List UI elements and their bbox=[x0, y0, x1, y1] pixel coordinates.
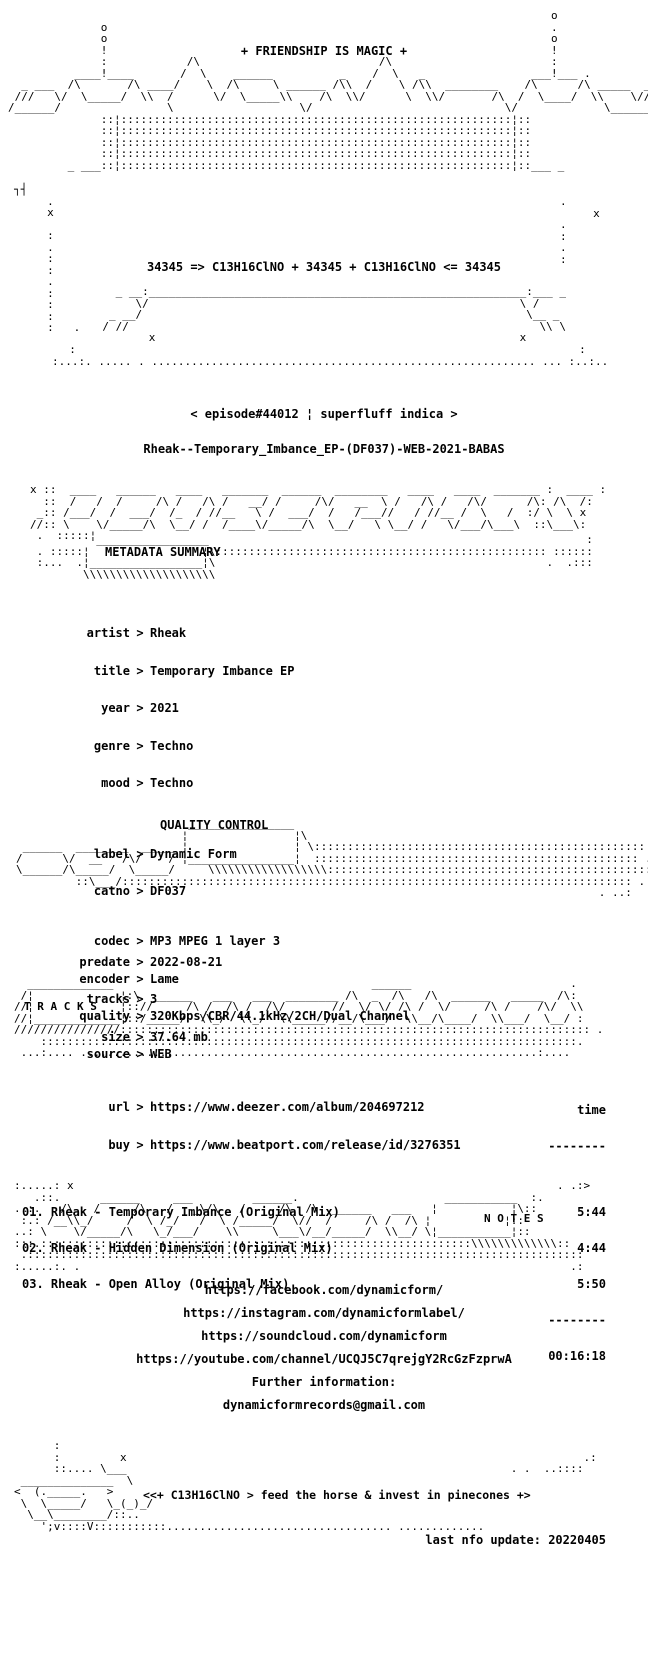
top-side-decoration-left: ┐┤ . x : . : : . : : : : . bbox=[14, 183, 81, 334]
link-youtube[interactable]: https://youtube.com/channel/UCQJ5C7qrejg… bbox=[136, 1352, 512, 1366]
email-link[interactable]: dynamicformrecords@gmail.com bbox=[222, 1398, 426, 1412]
formula: 34345 => C13H16ClNO + 34345 + C13H16ClNO… bbox=[146, 260, 501, 274]
meta-row-size: size>37.64 mb bbox=[101, 1029, 208, 1044]
meta-row-catno: catno>DF037 bbox=[93, 884, 187, 898]
meta-row-year: year>2021 bbox=[101, 701, 179, 715]
top-side-decoration-right: . x . : . : bbox=[560, 195, 600, 266]
time-separator-bottom: -------- bbox=[548, 1313, 606, 1327]
metadata-logo-art: x :: ____ ______ ____ _______ ______ ___… bbox=[30, 483, 607, 542]
notes-section-label: N O T E S bbox=[484, 1212, 544, 1225]
meta-row-buy[interactable]: buy>https://www.beatport.com/release/id/… bbox=[108, 1137, 461, 1152]
notes-logo-art: :.....: x . .:> .::. ______ ___ ______. … bbox=[14, 1179, 591, 1273]
meta-row-tracks: tracks>3 bbox=[86, 992, 158, 1006]
quality-list: codec>MP3 MPEG 1 layer 3 encoder>Lame qu… bbox=[40, 910, 410, 1073]
top-ascii-art: o o . o o ! bbox=[8, 9, 648, 172]
quality-row-quality: quality>320Kbps/CBR/44.1kHz/2CH/Dual Cha… bbox=[79, 1009, 411, 1023]
link-facebook[interactable]: https://facebook.com/dynamicform/ bbox=[204, 1283, 444, 1297]
lower-emblem-art: _ __:___________________________________… bbox=[69, 285, 586, 356]
further-information-label: Further information: bbox=[251, 1375, 397, 1389]
tracks-section-label: T R A C K S bbox=[24, 1000, 97, 1013]
metadata-section-label: METADATA SUMMARY bbox=[105, 545, 221, 559]
link-soundcloud[interactable]: https://soundcloud.com/dynamicform bbox=[201, 1329, 447, 1343]
meta-row-genre: genre>Techno bbox=[93, 738, 194, 753]
time-header: time bbox=[577, 1103, 606, 1117]
footer-horse-art: : : x .: ::.... \___ . . ..:::: ________… bbox=[14, 1439, 597, 1533]
tracks-logo-art: _____________ ______ . /¦ ¦:\ ______ ___… bbox=[14, 977, 604, 1059]
track-row-2: 02. Rheak - Hidden Dimension (Original M… bbox=[22, 1241, 606, 1255]
emblem-base-line: :...:. ..... . .........................… bbox=[52, 355, 609, 368]
last-update: last nfo update: 20220405 bbox=[425, 1533, 606, 1547]
tagline: + FRIENDSHIP IS MAGIC + bbox=[240, 44, 408, 58]
release-name: Rheak--Temporary_Imbance_EP-(DF037)-WEB-… bbox=[143, 442, 505, 456]
metadata-label-frame: _________________ : . :::::¦ ¦\:::::::::… bbox=[36, 533, 593, 581]
time-separator-top: -------- bbox=[548, 1139, 606, 1153]
quality-row-encoder: encoder>Lame bbox=[79, 971, 179, 986]
meta-row-mood: mood>Techno bbox=[101, 776, 194, 790]
episode-line: < episode#44012 ¦ superfluff indica > bbox=[190, 407, 458, 421]
quality-logo-art: ________________ ¦ ¦\ ______ ________ __… bbox=[16, 817, 648, 899]
metadata-list: artist>Rheak title>Temporary Imbance EP … bbox=[40, 602, 461, 1164]
meta-row-artist: artist>Rheak bbox=[86, 626, 187, 640]
footer-slogan: <<+ C13H16ClNO > feed the horse & invest… bbox=[143, 1488, 531, 1502]
meta-row-url[interactable]: url>https://www.deezer.com/album/2046972… bbox=[108, 1100, 425, 1114]
meta-row-title: title>Temporary Imbance EP bbox=[93, 663, 295, 678]
meta-row-predate: predate>2022-08-21 bbox=[79, 954, 223, 969]
meta-row-label: label>Dynamic Form bbox=[93, 846, 237, 861]
link-instagram[interactable]: https://instagram.com/dynamicformlabel/ bbox=[183, 1306, 465, 1320]
quality-section-label: QUALITY CONTROL bbox=[160, 818, 269, 832]
quality-row-source: source>WEB bbox=[86, 1046, 172, 1061]
tracklist: time -------- 01. Rheak - Temporary Imba… bbox=[22, 1080, 606, 1374]
track-row-3: 03. Rheak - Open Alloy (Original Mix)5:5… bbox=[22, 1277, 606, 1291]
quality-row-codec: codec>MP3 MPEG 1 layer 3 bbox=[93, 934, 281, 948]
total-time: 00:16:18 bbox=[548, 1349, 606, 1363]
track-row-1: 01. Rheak - Temporary Imbance (Original … bbox=[22, 1205, 606, 1219]
